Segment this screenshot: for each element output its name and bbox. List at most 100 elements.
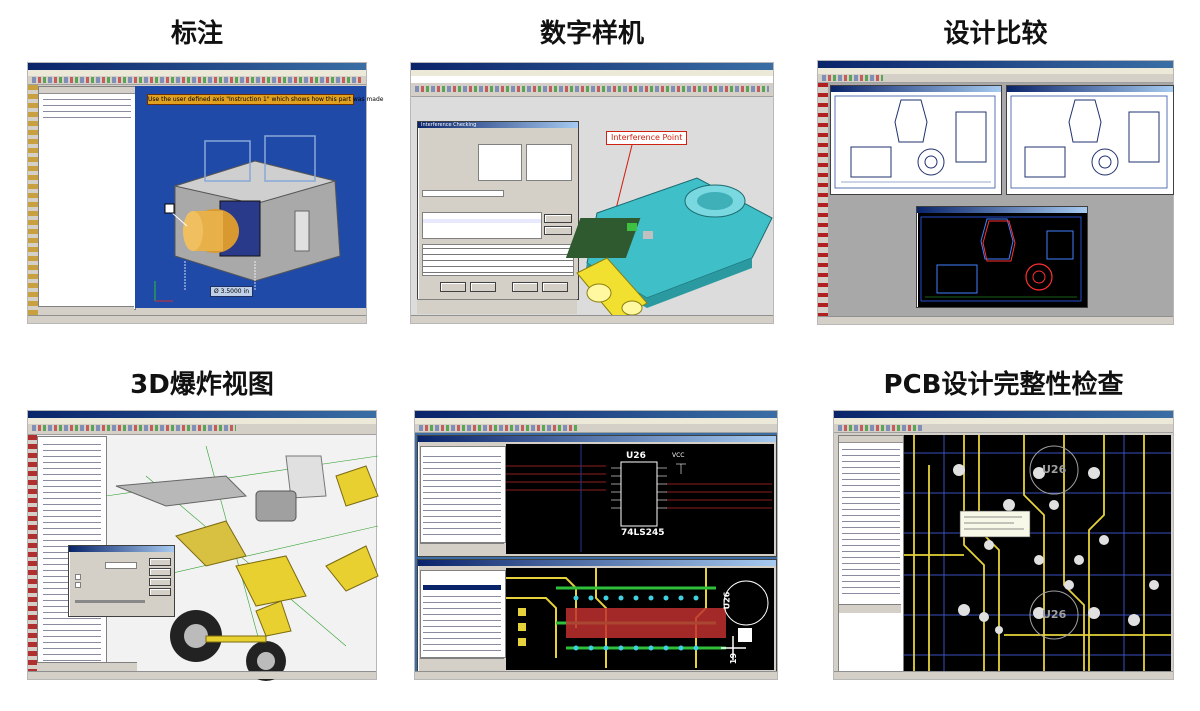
cancel-button[interactable] xyxy=(149,568,171,576)
toolbar xyxy=(818,74,1173,83)
screenshot-exploded-view xyxy=(27,410,379,681)
dialog-button-2[interactable] xyxy=(470,282,496,292)
annotation-model xyxy=(154,135,341,302)
dimension-label: Ø 3.5000 in xyxy=(210,286,254,297)
options-button[interactable] xyxy=(544,214,572,223)
dialog-titlebar xyxy=(418,122,578,128)
parts-list-header xyxy=(39,87,135,94)
toolbar xyxy=(415,424,777,433)
component-rows xyxy=(423,453,501,539)
distance-field xyxy=(422,190,504,197)
screenshot-annotation: Use the user defined axis "Instruction 1… xyxy=(27,62,384,324)
caption-annotation: 标注 xyxy=(170,19,223,49)
screenshot-digital-prototype: Interference Checking Interference Point xyxy=(410,62,774,324)
window-titlebar xyxy=(415,411,777,418)
toolbar xyxy=(28,424,376,435)
chip-label: U26 xyxy=(626,451,646,461)
pcb-board-label-bottom: U26 xyxy=(1042,608,1067,621)
toolbar-icons xyxy=(419,425,577,431)
status-bar xyxy=(28,671,376,679)
show-arrows-checkbox[interactable] xyxy=(75,582,81,588)
net-tabs xyxy=(420,658,504,667)
panel-design-compare: 设计比较 xyxy=(817,0,1174,330)
interference-callout: Interference Point xyxy=(606,131,688,145)
compare-overlay-window xyxy=(916,206,1088,308)
ok-button[interactable] xyxy=(149,558,171,566)
screenshot-ecad: U26 74LS245 VCC xyxy=(414,410,778,680)
help-button[interactable] xyxy=(542,282,568,292)
schematic-drawing xyxy=(506,444,772,552)
set2-list xyxy=(526,144,572,181)
toolbar-icons xyxy=(32,77,362,83)
results-row xyxy=(423,219,541,223)
status-bar xyxy=(834,671,1173,679)
pcb-canvas: U26 19 xyxy=(506,568,774,670)
bottom-tabs xyxy=(37,662,137,671)
status-bar xyxy=(28,315,366,323)
toolbar xyxy=(411,83,773,97)
pcb-board-label: U26 xyxy=(722,591,732,610)
annotation-note: Use the user defined axis "Instruction 1… xyxy=(147,94,384,105)
pcb-window: U26 19 xyxy=(417,559,777,673)
component-tabs xyxy=(420,543,504,552)
exploded-model xyxy=(105,445,379,681)
drawing-window-right xyxy=(1006,85,1174,195)
drawing-right xyxy=(1010,95,1168,189)
check-results-pane xyxy=(838,435,904,675)
scroll-explode-slider[interactable] xyxy=(75,600,145,603)
net-list xyxy=(420,570,506,658)
toolbar xyxy=(28,76,366,85)
status-bar xyxy=(818,316,1173,324)
results-header xyxy=(839,436,903,443)
drawing-titlebar xyxy=(1007,86,1173,92)
side-icon-strip xyxy=(28,435,37,671)
exploded-checkbox[interactable] xyxy=(75,574,81,580)
toolbar-icons xyxy=(838,425,923,431)
caption-pcb-integrity: PCB设计完整性检查 xyxy=(883,370,1124,400)
toolbar-icons xyxy=(822,75,883,81)
results-tabs xyxy=(839,604,901,613)
drawing-titlebar xyxy=(831,86,1001,92)
window-titlebar xyxy=(28,63,366,70)
schematic-window: U26 74LS245 VCC xyxy=(417,435,777,557)
set1-list xyxy=(478,144,522,181)
side-icon-strip xyxy=(28,85,38,315)
component-list xyxy=(420,446,506,543)
results-table xyxy=(422,212,542,239)
interference-dialog: Interference Checking xyxy=(417,121,579,300)
dialog-titlebar xyxy=(69,546,174,552)
pcb-pin-label: 19 xyxy=(729,652,739,665)
net-rows xyxy=(423,593,501,653)
compare-overlay xyxy=(920,216,1082,302)
description-box xyxy=(422,244,574,276)
drawing-window-left xyxy=(830,85,1002,195)
screenshot-pcb-integrity: U26 U26 xyxy=(833,410,1174,680)
help-button[interactable] xyxy=(149,588,171,596)
close-button[interactable] xyxy=(512,282,538,292)
toolbar-icons xyxy=(32,425,236,431)
results-rows xyxy=(842,446,900,596)
selected-net-row[interactable] xyxy=(423,585,501,590)
pcb-drawing xyxy=(506,568,769,668)
panel-annotation: 标注 Use the user defined axis "Instructio… xyxy=(27,0,384,330)
bottom-tabs xyxy=(38,306,134,315)
panel-exploded-view: 3D爆炸视图 xyxy=(27,355,379,685)
screenshot-design-compare xyxy=(817,60,1174,325)
export-button[interactable] xyxy=(544,226,572,235)
panel-pcb-integrity: PCB设计完整性检查 xyxy=(833,355,1174,685)
pcb-titlebar xyxy=(418,560,776,566)
caption-digital-prototype: 数字样机 xyxy=(539,19,644,49)
panel-digital-prototype: 数字样机 Interference Checking Interference … xyxy=(410,0,774,330)
dialog-button-1[interactable] xyxy=(440,282,466,292)
caption-exploded-view: 3D爆炸视图 xyxy=(130,370,274,400)
window-titlebar xyxy=(818,61,1173,68)
panel-ecad: U26 74LS245 VCC xyxy=(414,355,778,685)
overlay-titlebar xyxy=(917,207,1087,213)
schematic-titlebar xyxy=(418,436,776,442)
status-bar xyxy=(411,315,773,323)
depth-field xyxy=(105,562,137,569)
schematic-canvas: U26 74LS245 VCC xyxy=(506,444,774,554)
cad-viewport: Use the user defined axis "Instruction 1… xyxy=(135,86,384,308)
vcc-label: VCC xyxy=(672,452,685,459)
start-view-button[interactable] xyxy=(149,578,171,586)
